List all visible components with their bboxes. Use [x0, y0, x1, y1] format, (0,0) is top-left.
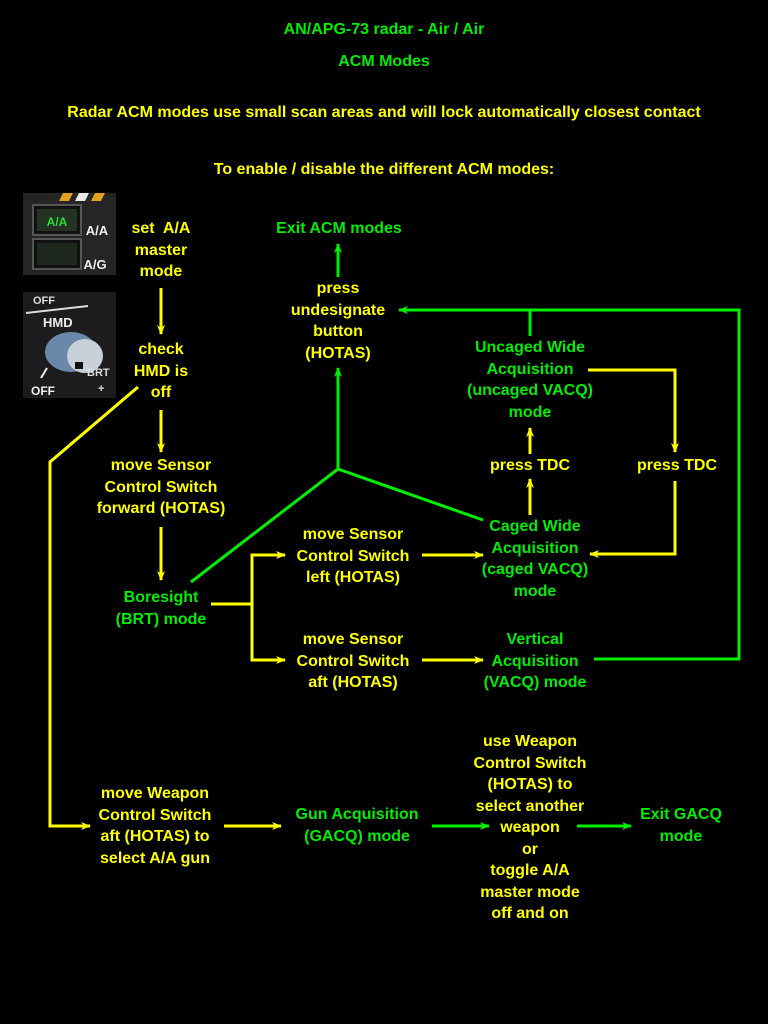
node-exit-gacq-mode: Exit GACQ mode: [640, 806, 722, 845]
arrow-uncaged-to-presstdc: [588, 368, 679, 453]
node-move-wcs-aft: move Weapon Control Switch aft (HOTAS) t…: [98, 785, 212, 867]
svg-text:A/G: A/G: [83, 257, 106, 272]
node-press-tdc-left: press TDC: [489, 457, 571, 474]
node-press-undesignate: press undesignate button (HOTAS): [290, 280, 386, 362]
svg-text:+: +: [98, 383, 104, 395]
svg-text:HMD: HMD: [43, 315, 73, 330]
node-set-aa-master-mode: set A/A master mode: [131, 220, 191, 280]
description-text: Radar ACM modes use small scan areas and…: [67, 104, 701, 121]
line-caged-to-junction: [337, 467, 484, 522]
master-mode-panel-photo: A/A A/A A/G: [23, 193, 116, 275]
node-caged-wide-acquisition: Caged Wide Acquisition (caged VACQ) mode: [481, 518, 589, 600]
svg-text:OFF: OFF: [33, 295, 55, 307]
hmd-brightness-knob-icon: OFF HMD OFF BRT +: [23, 292, 116, 398]
node-exit-acm-modes: Exit ACM modes: [276, 220, 402, 237]
node-move-scs-forward: move Sensor Control Switch forward (HOTA…: [96, 457, 226, 517]
node-check-hmd-off: check HMD is off: [133, 341, 189, 401]
line-boresight-to-junction: [190, 467, 339, 584]
node-vertical-acquisition: Vertical Acquisition (VACQ) mode: [483, 631, 587, 691]
arrow-presstdc-to-caged: [589, 481, 677, 558]
node-use-wcs-or-toggle: use Weapon Control Switch (HOTAS) to sel…: [473, 733, 587, 922]
node-move-scs-left: move Sensor Control Switch left (HOTAS): [296, 526, 410, 586]
arrow-vertical-to-undesignate: [398, 306, 741, 661]
node-move-scs-aft: move Sensor Control Switch aft (HOTAS): [296, 631, 410, 691]
diagram-subtitle: ACM Modes: [338, 53, 430, 70]
node-uncaged-wide-acquisition: Uncaged Wide Acquisition (uncaged VACQ) …: [467, 339, 593, 421]
svg-text:BRT: BRT: [87, 367, 110, 379]
diagram-title: AN/APG-73 radar - Air / Air: [283, 21, 485, 38]
node-press-tdc-right: press TDC: [636, 457, 718, 474]
lit-aa-label: A/A: [47, 215, 68, 229]
node-boresight-mode: Boresight (BRT) mode: [115, 589, 207, 628]
arrow-branch-to-scsaft: [250, 604, 286, 664]
hmd-knob-photo: OFF HMD OFF BRT +: [23, 292, 116, 398]
svg-text:A/A: A/A: [86, 223, 109, 238]
instruction-text: To enable / disable the different ACM mo…: [213, 161, 555, 178]
master-mode-buttons-icon: A/A A/A A/G: [23, 193, 116, 275]
node-gun-acquisition: Gun Acquisition (GACQ) mode: [295, 806, 419, 845]
arrow-checkhmd-to-wcsaft: [48, 385, 139, 830]
svg-text:OFF: OFF: [31, 384, 55, 398]
